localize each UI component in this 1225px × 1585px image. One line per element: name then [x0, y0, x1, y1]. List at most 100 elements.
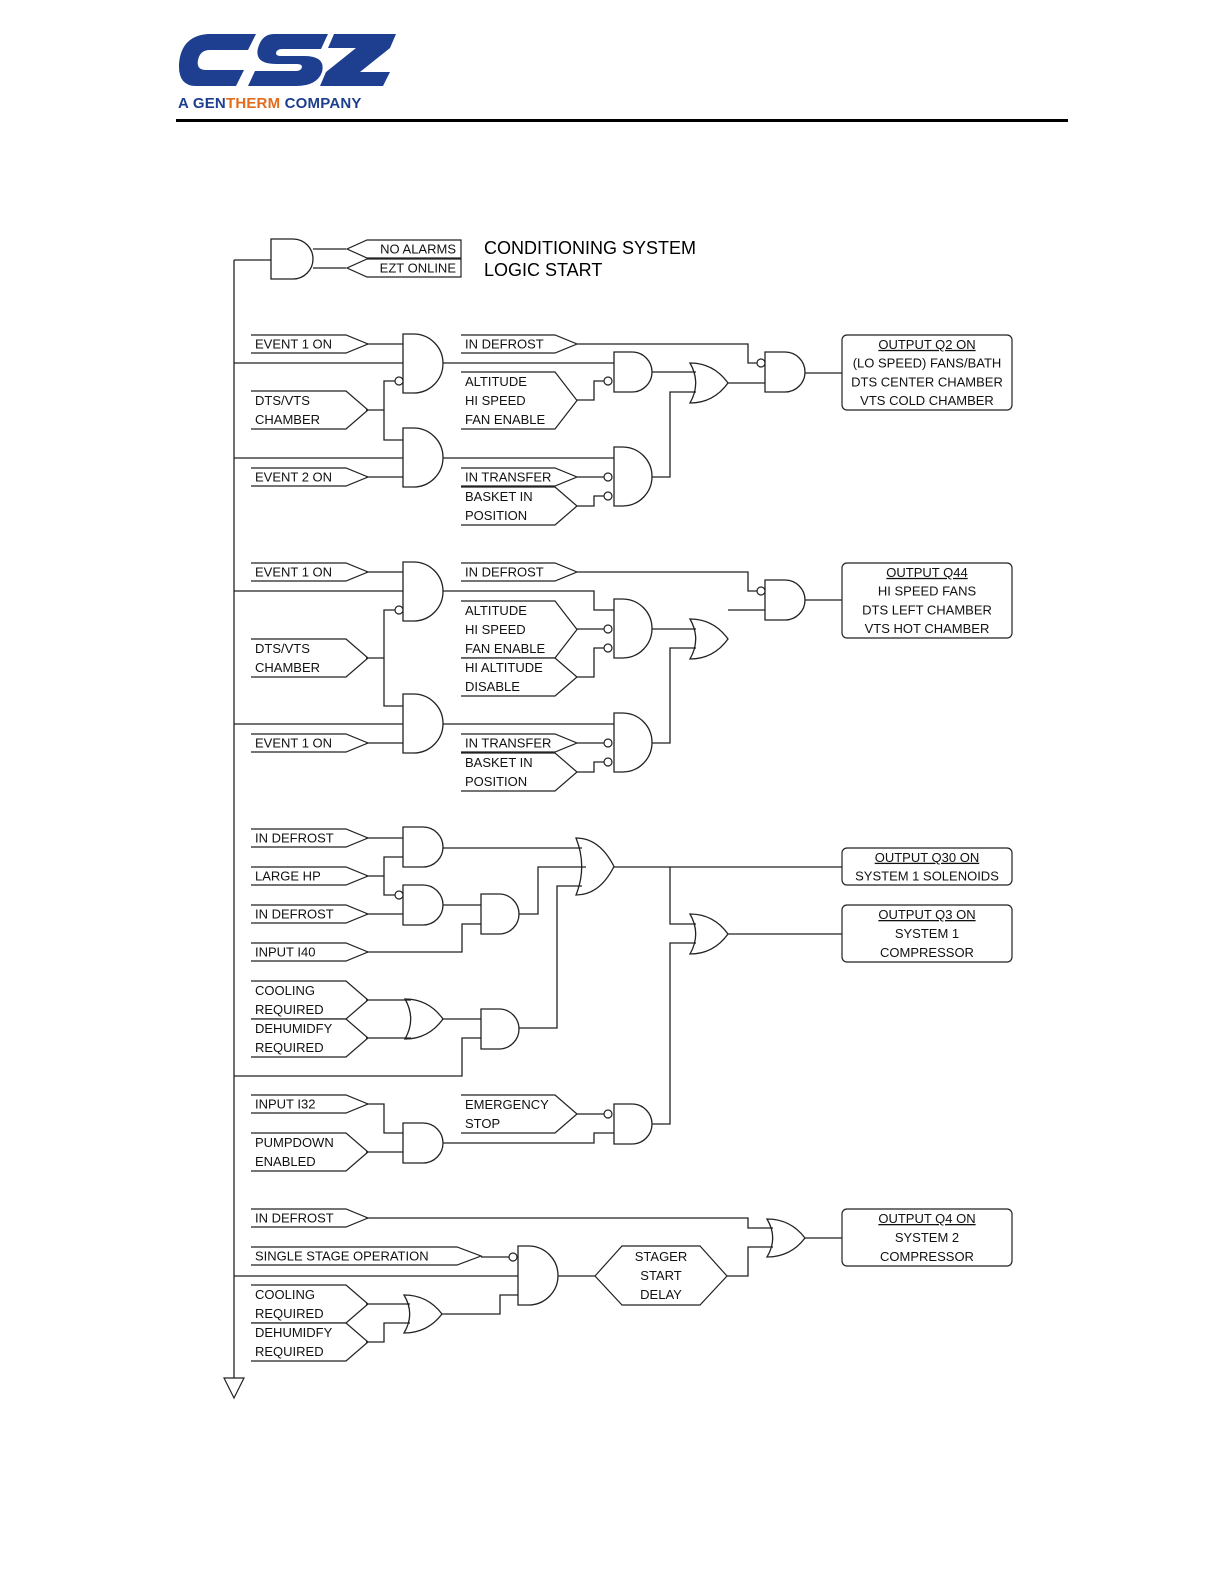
- wire: [366, 380, 395, 411]
- wire: [383, 658, 403, 707]
- wire: [442, 1294, 518, 1315]
- q4-single-stage-tag: [251, 1246, 483, 1266]
- inverter-bubble: [508, 1252, 518, 1262]
- q30-and-i40: [480, 893, 520, 935]
- output-q3-box-label: SYSTEM 1: [895, 926, 959, 941]
- wire: [652, 942, 696, 1125]
- inverter-bubble: [603, 738, 613, 748]
- q2-and-event2: [402, 427, 444, 488]
- output-q2-box-label: DTS CENTER CHAMBER: [851, 374, 1003, 389]
- wire: [366, 923, 481, 953]
- q2-basket-tag-label: BASKET IN: [465, 489, 533, 504]
- q30-dehumidify-tag-label: REQUIRED: [255, 1040, 324, 1055]
- q2-dts-vts-tag-label: CHAMBER: [255, 412, 320, 427]
- wire: [652, 647, 696, 744]
- wire: [443, 1132, 614, 1144]
- output-q44-box: [841, 562, 1013, 639]
- inverter-bubble: [394, 376, 404, 386]
- q4-cooling-tag-label: REQUIRED: [255, 1306, 324, 1321]
- q44-and-altitude: [613, 598, 653, 659]
- q30-cooling-tag-label: REQUIRED: [255, 1002, 324, 1017]
- header-rule: [176, 119, 1068, 122]
- inverter-bubble: [603, 376, 613, 386]
- q30-and-largehp: [402, 884, 444, 926]
- q4-single-stage-tag-label: SINGLE STAGE OPERATION: [255, 1249, 429, 1264]
- q44-altitude-tag-label: ALTITUDE: [465, 603, 527, 618]
- q30-emergency-tag-label: EMERGENCY: [465, 1097, 549, 1112]
- output-q4-box-label: COMPRESSOR: [880, 1249, 974, 1264]
- wire: [234, 1037, 481, 1077]
- wire: [577, 571, 757, 592]
- q30-pumpdown-tag-label: ENABLED: [255, 1154, 316, 1169]
- inverter-bubble: [394, 605, 404, 615]
- output-q30-box: [841, 847, 1013, 886]
- q30-and-defrost: [402, 826, 444, 868]
- q2-altitude-tag-label: ALTITUDE: [465, 374, 527, 389]
- q44-final-and: [764, 579, 806, 621]
- tagline-prefix: A GEN: [178, 95, 226, 112]
- ezt-online-tag-label: EZT ONLINE: [380, 261, 457, 276]
- q44-hi-altitude-tag-label: HI ALTITUDE: [465, 660, 543, 675]
- wire: [366, 1217, 773, 1229]
- q44-in-transfer-tag-label: IN TRANSFER: [465, 736, 551, 751]
- output-q3-box-label: COMPRESSOR: [880, 945, 974, 960]
- stager-delay-label: START: [640, 1268, 681, 1283]
- inverter-bubble: [603, 491, 613, 501]
- q44-dts-vts-tag-label: CHAMBER: [255, 660, 320, 675]
- output-q2-box-label: OUTPUT Q2 ON: [878, 337, 975, 352]
- q4-dehumidify-tag-label: REQUIRED: [255, 1344, 324, 1359]
- output-q30-box-label: SYSTEM 1 SOLENOIDS: [855, 868, 999, 883]
- q30-and-emergency: [613, 1103, 653, 1145]
- q30-or-cooling: [403, 998, 444, 1040]
- wire: [366, 856, 403, 877]
- output-q2-box-label: (LO SPEED) FANS/BATH: [853, 356, 1002, 371]
- output-q44-box-label: HI SPEED FANS: [878, 584, 977, 599]
- q30-in-defrost-a-tag-label: IN DEFROST: [255, 831, 334, 846]
- output-q44-box-label: OUTPUT Q44: [886, 565, 967, 580]
- wire: [669, 867, 696, 925]
- wire: [383, 410, 403, 441]
- q2-and-transfer: [613, 446, 653, 507]
- output-q30-box-label: OUTPUT Q30 ON: [875, 850, 980, 865]
- wire: [519, 866, 586, 915]
- q2-altitude-tag-label: HI SPEED: [465, 393, 526, 408]
- no-alarms-tag: [345, 239, 462, 259]
- q30-dehumidify-tag-label: DEHUMIDFY: [255, 1021, 333, 1036]
- q4-dehumidify-tag-label: DEHUMIDFY: [255, 1325, 333, 1340]
- q30-input-i40-tag-label: INPUT I40: [255, 945, 315, 960]
- q30-and-cooling: [480, 1008, 520, 1050]
- inverter-bubble: [394, 890, 404, 900]
- ezt-online-tag: [345, 258, 462, 278]
- output-q3-box-label: OUTPUT Q3 ON: [878, 907, 975, 922]
- wire: [577, 761, 604, 773]
- q3-or-gate: [688, 913, 729, 955]
- q44-hi-altitude-tag-label: DISABLE: [465, 679, 520, 694]
- q30-input-i32-tag-label: INPUT I32: [255, 1097, 315, 1112]
- output-q44-box-label: VTS HOT CHAMBER: [865, 621, 990, 636]
- q4-in-defrost-tag-label: IN DEFROST: [255, 1211, 334, 1226]
- inverter-bubble: [603, 1109, 613, 1119]
- q2-event1-tag-label: EVENT 1 ON: [255, 337, 332, 352]
- inverter-bubble: [756, 358, 766, 368]
- wire: [652, 391, 696, 478]
- q44-basket-tag-label: BASKET IN: [465, 755, 533, 770]
- q2-in-transfer-tag-label: IN TRANSFER: [465, 470, 551, 485]
- q44-altitude-tag-label: FAN ENABLE: [465, 641, 546, 656]
- q4-cooling-tag-label: COOLING: [255, 1287, 315, 1302]
- wire: [443, 590, 614, 611]
- q4-or-cooling: [402, 1294, 443, 1334]
- tagline-suffix: COMPANY: [280, 95, 362, 112]
- wire: [577, 343, 757, 364]
- q44-or-gate: [688, 618, 729, 660]
- wire: [366, 1103, 403, 1134]
- q2-and-altitude: [613, 351, 653, 393]
- q4-or-final: [765, 1218, 806, 1258]
- wire: [577, 495, 604, 507]
- output-q2-box-label: VTS COLD CHAMBER: [860, 393, 994, 408]
- q2-and-event1: [402, 333, 444, 394]
- rail-end-arrow: [223, 1377, 245, 1400]
- q2-altitude-tag-label: FAN ENABLE: [465, 412, 546, 427]
- diagram-title-line2: LOGIC START: [484, 260, 603, 280]
